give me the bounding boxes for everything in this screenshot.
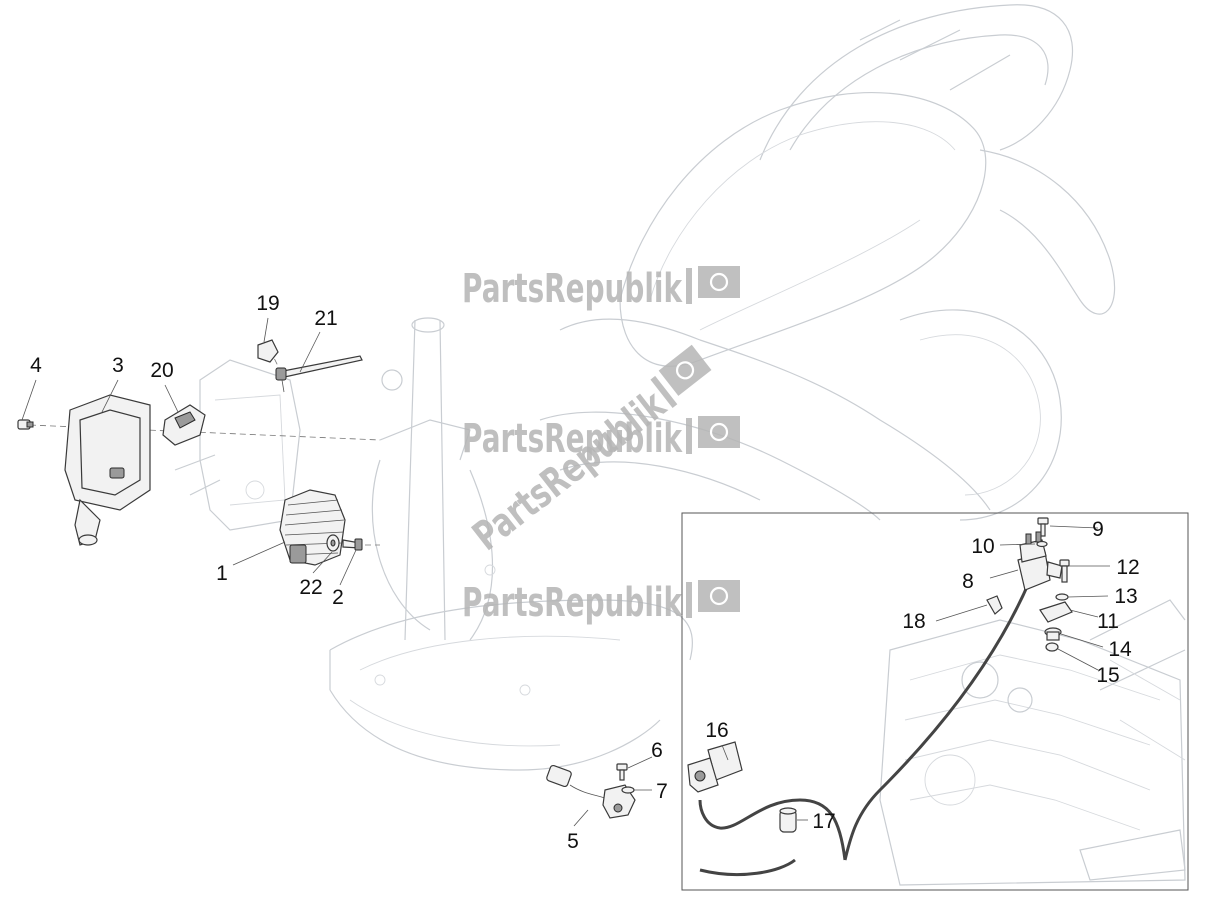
part-8-starter-relay xyxy=(1017,531,1063,591)
callout-7: 7 xyxy=(656,780,668,803)
starter-cable xyxy=(843,579,1032,861)
callout-1: 1 xyxy=(216,562,228,585)
callout-15: 15 xyxy=(1096,664,1119,687)
starter-cable-branch xyxy=(698,798,847,861)
part-16-connector xyxy=(687,741,743,793)
callout-5: 5 xyxy=(567,830,579,853)
gear-flag-icon xyxy=(709,586,729,606)
callout-13: 13 xyxy=(1114,585,1137,608)
part-18-clip xyxy=(986,595,1003,615)
watermark-3: PartsRepublik xyxy=(462,580,740,626)
callout-19: 19 xyxy=(256,292,279,315)
callout-10: 10 xyxy=(971,535,994,558)
part-21-cable-tie xyxy=(275,355,363,393)
part-2-screw xyxy=(342,538,363,551)
callout-14: 14 xyxy=(1108,638,1132,661)
callout-20: 20 xyxy=(150,359,173,382)
callout-12: 12 xyxy=(1116,556,1139,579)
watermark-text: PartsRepublik xyxy=(462,580,683,626)
watermark-2: PartsRepublik xyxy=(462,416,740,462)
callout-18: 18 xyxy=(902,610,925,633)
watermark-text: PartsRepublik xyxy=(465,381,675,559)
part-7-washer xyxy=(621,786,635,794)
watermark-1: PartsRepublik xyxy=(462,266,740,312)
callout-6: 6 xyxy=(651,739,663,762)
part-15-bushing xyxy=(1045,642,1059,652)
part-9-screw xyxy=(1037,517,1049,537)
callout-22: 22 xyxy=(299,576,322,599)
part-10-washer xyxy=(1036,540,1048,548)
callout-4: 4 xyxy=(30,354,42,377)
callout-9: 9 xyxy=(1092,518,1104,541)
callout-17: 17 xyxy=(812,810,835,833)
gear-flag-icon xyxy=(675,361,695,380)
scooter-silhouette xyxy=(174,4,1116,771)
part-4-screw xyxy=(17,419,34,430)
watermark-text: PartsRepublik xyxy=(462,266,683,312)
inset-engine-ghost xyxy=(879,599,1186,886)
leader-lines xyxy=(21,317,1110,827)
callout-11: 11 xyxy=(1097,610,1119,633)
detail-inset-frame xyxy=(681,512,1189,891)
part-13-washer xyxy=(1055,593,1069,601)
callout-16: 16 xyxy=(705,719,728,742)
callout-21: 21 xyxy=(314,307,337,330)
callout-labels: 4 3 20 19 21 1 22 2 5 6 7 9 10 8 12 13 1… xyxy=(30,292,1140,853)
part-11-bracket xyxy=(1039,601,1073,623)
part-12-bolt xyxy=(1059,559,1070,583)
part-3-control-unit xyxy=(64,394,151,546)
callout-8: 8 xyxy=(962,570,974,593)
gear-flag-icon xyxy=(709,422,729,442)
gear-flag-icon xyxy=(709,272,729,292)
part-1-ignition-coil xyxy=(279,489,346,566)
part-17-sleeve xyxy=(779,807,797,833)
part-22-washer xyxy=(326,534,340,552)
callout-3: 3 xyxy=(112,354,124,377)
part-6-screw xyxy=(616,763,628,781)
part-19-clip xyxy=(257,339,279,363)
watermark-text: PartsRepublik xyxy=(462,416,683,462)
part-20-rubber-mount xyxy=(162,404,206,446)
callout-2: 2 xyxy=(332,586,344,609)
part-14-grommet xyxy=(1044,627,1062,641)
